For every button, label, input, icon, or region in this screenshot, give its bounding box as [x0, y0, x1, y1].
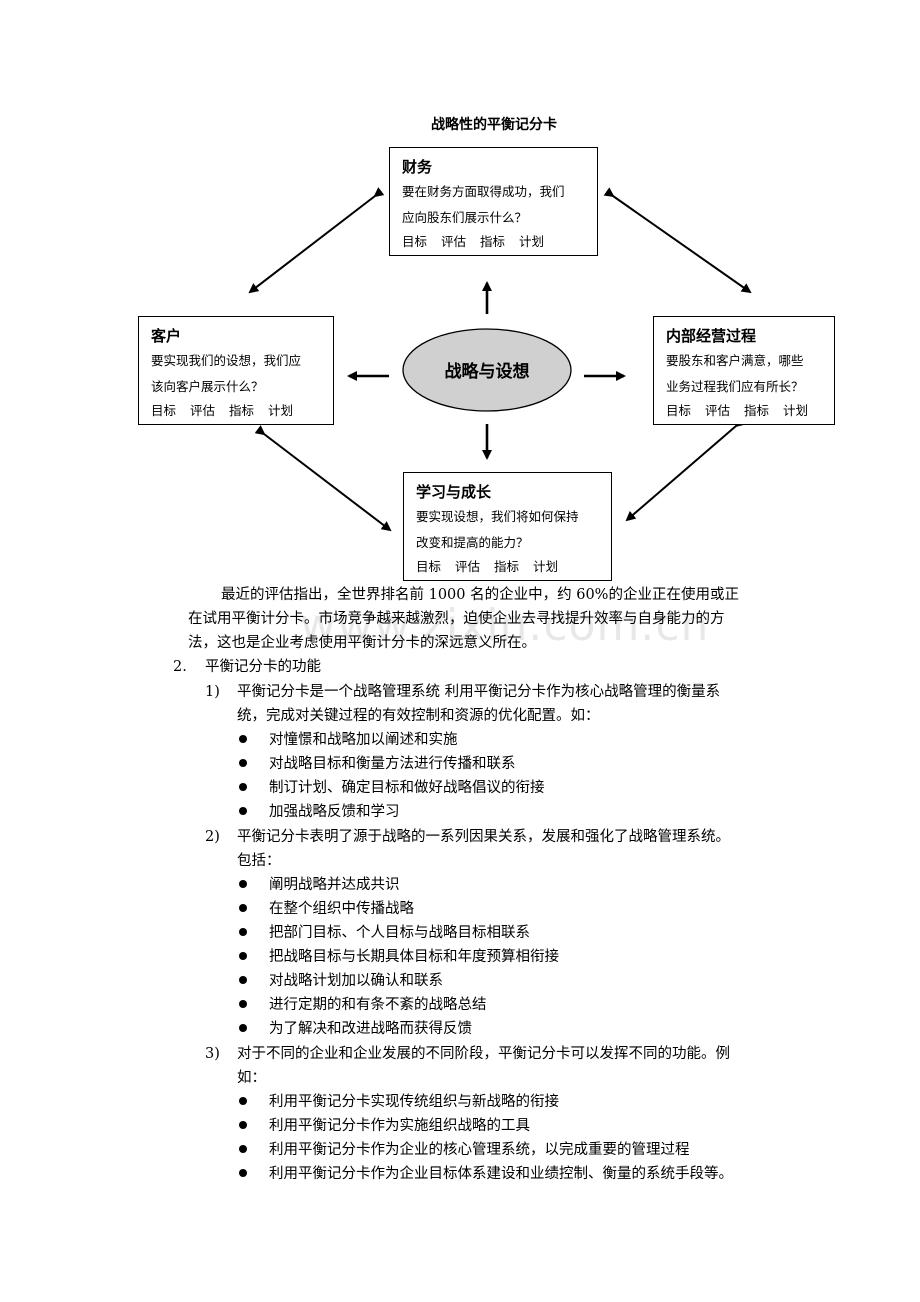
internal-process-box: 内部经营过程 要股东和客户满意，哪些 业务过程我们应有所长？ 目标评估指标计划	[653, 316, 835, 425]
item-1-bullet-3: 制订计划、确定目标和做好战略倡议的衔接	[269, 780, 545, 796]
customer-metrics: 目标评估指标计划	[151, 403, 294, 418]
item-3-bullet-4: 利用平衡记分卡作为企业目标体系建设和业绩控制、衡量的系统手段等。	[269, 1166, 733, 1182]
learning-growth-question: 要实现设想，我们将如何保持 改变和提高的能力？	[416, 509, 579, 550]
item-3-bullet-3: 利用平衡记分卡作为企业的核心管理系统，以完成重要的管理过程	[269, 1142, 690, 1158]
bullet-dot	[239, 735, 247, 743]
item-2-bullet-7: 为了解决和改进战略而获得反馈	[269, 1021, 472, 1037]
finance-metrics: 目标评估指标计划	[402, 234, 545, 249]
section-number: 2.	[173, 659, 187, 675]
bullet-dot	[239, 783, 247, 791]
bullet-dot	[239, 807, 247, 815]
intro-line-3: 法，这也是企业考虑使用平衡计分卡的深远意义所在。	[188, 635, 536, 651]
item-1-line-1: 平衡记分卡是一个战略管理系统 利用平衡记分卡作为核心战略管理的衡量系	[237, 684, 721, 700]
internal-process-question: 要股东和客户满意，哪些 业务过程我们应有所长？	[666, 353, 804, 394]
finance-title: 财务	[402, 158, 433, 176]
internal-process-title: 内部经营过程	[666, 327, 757, 345]
center-label: 战略与设想	[445, 361, 530, 382]
bullet-dot	[239, 1024, 247, 1032]
bullet-dot	[239, 1121, 247, 1129]
item-3-bullet-2: 利用平衡记分卡作为实施组织战略的工具	[269, 1118, 530, 1134]
bullet-dot	[239, 1097, 247, 1105]
item-1-bullet-4: 加强战略反馈和学习	[269, 804, 400, 820]
bullet-dot	[239, 976, 247, 984]
item-3-bullet-1: 利用平衡记分卡实现传统组织与新战略的衔接	[269, 1094, 559, 1110]
bullet-dot	[239, 1169, 247, 1177]
bullet-dot	[239, 928, 247, 936]
item-2-line-2: 包括：	[237, 853, 281, 869]
bullet-dot	[239, 1000, 247, 1008]
diagram-title: 战略性的平衡记分卡	[431, 117, 557, 133]
watermark: www.zixin.com.cn	[300, 600, 710, 651]
item-1-bullet-2: 对战略目标和衡量方法进行传播和联系	[269, 756, 516, 772]
learning-growth-title: 学习与成长	[416, 483, 492, 501]
item-2-bullet-1: 阐明战略并达成共识	[269, 877, 400, 893]
item-1-line-2: 统，完成对关键过程的有效控制和资源的优化配置。如：	[237, 708, 600, 724]
item-2-bullet-6: 进行定期的和有条不紊的战略总结	[269, 997, 487, 1013]
item-2-bullet-5: 对战略计划加以确认和联系	[269, 973, 443, 989]
item-3-number: 3)	[205, 1046, 220, 1062]
learning-growth-box: 学习与成长 要实现设想，我们将如何保持 改变和提高的能力？ 目标评估指标计划	[403, 472, 612, 581]
item-2-number: 2)	[205, 829, 220, 845]
intro-line-1: 最近的评估指出，全世界排名前 1000 名的企业中，约 60%的企业正在使用或正	[221, 587, 739, 603]
item-1-number: 1)	[205, 684, 220, 700]
customer-box: 客户 要实现我们的设想，我们应 该向客户展示什么？ 目标评估指标计划	[138, 316, 334, 425]
bullet-dot	[239, 880, 247, 888]
diagram-connectors: 战略与设想	[248, 187, 752, 532]
section-title: 平衡记分卡的功能	[205, 659, 321, 675]
arrow-finance-customer	[248, 187, 385, 294]
bullet-dot	[239, 1145, 247, 1153]
intro-line-2: 在试用平衡计分卡。市场竞争越来越激烈，迫使企业去寻找提升效率与自身能力的方	[188, 611, 725, 627]
bullet-dot	[239, 904, 247, 912]
item-3-line-2: 如：	[237, 1070, 266, 1086]
item-2-line-1: 平衡记分卡表明了源于战略的一系列因果关系，发展和强化了战略管理系统。	[237, 829, 730, 845]
arrow-customer-learning	[254, 425, 392, 532]
bullet-dot	[239, 952, 247, 960]
finance-box: 财务 要在财务方面取得成功，我们 应向股东们展示什么？ 目标评估指标计划	[389, 147, 598, 256]
bullet-dot	[239, 759, 247, 767]
customer-question: 要实现我们的设想，我们应 该向客户展示什么？	[151, 353, 302, 394]
internal-process-metrics: 目标评估指标计划	[666, 403, 809, 418]
learning-growth-metrics: 目标评估指标计划	[416, 559, 559, 574]
center-ellipse	[402, 328, 572, 412]
item-2-bullet-2: 在整个组织中传播战略	[269, 901, 414, 917]
item-3-line-1: 对于不同的企业和企业发展的不同阶段，平衡记分卡可以发挥不同的功能。例	[237, 1046, 730, 1062]
item-1-bullet-1: 对憧憬和战略加以阐述和实施	[269, 732, 458, 748]
customer-title: 客户	[151, 327, 182, 345]
item-2-bullet-3: 把部门目标、个人目标与战略目标相联系	[269, 925, 530, 941]
arrow-finance-internal	[603, 187, 752, 294]
arrow-internal-learning	[625, 416, 746, 522]
finance-question: 要在财务方面取得成功，我们 应向股东们展示什么？	[402, 184, 565, 225]
item-2-bullet-4: 把战略目标与长期具体目标和年度预算相衔接	[269, 949, 559, 965]
